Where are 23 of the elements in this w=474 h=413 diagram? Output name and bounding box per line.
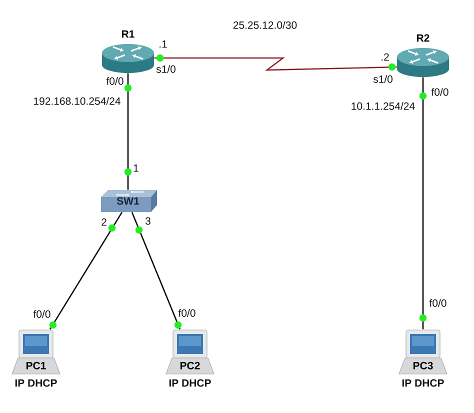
interface-label: f0/0 [429,299,446,307]
interface-label: f0/0 [431,88,448,96]
link-line [49,212,123,330]
host-address-label: .1 [160,40,167,48]
interface-label: f0/0 [33,310,50,318]
port-number: 3 [145,217,150,225]
device-caption: IP DHCP [402,379,444,387]
link-line [131,212,181,330]
link-line [422,77,424,330]
interface-label: f0/0 [178,309,196,317]
port-number: 2 [102,218,106,226]
device-caption: IP DHCP [169,379,211,387]
device-caption: IP DHCP [15,379,57,387]
ip-address-label: 10.1.1.254/24 [352,102,415,110]
port-number: 1 [134,164,138,172]
interface-label: f0/0 [106,77,124,85]
ip-address-label: 192.168.10.254/24 [34,97,120,105]
interface-label: s1/0 [373,75,393,83]
host-address-label: .2 [382,53,389,61]
interface-label: s1/0 [156,65,176,73]
link-line [154,57,397,71]
subnet-label: 25.25.12.0/30 [233,21,297,29]
link-line [127,73,129,190]
